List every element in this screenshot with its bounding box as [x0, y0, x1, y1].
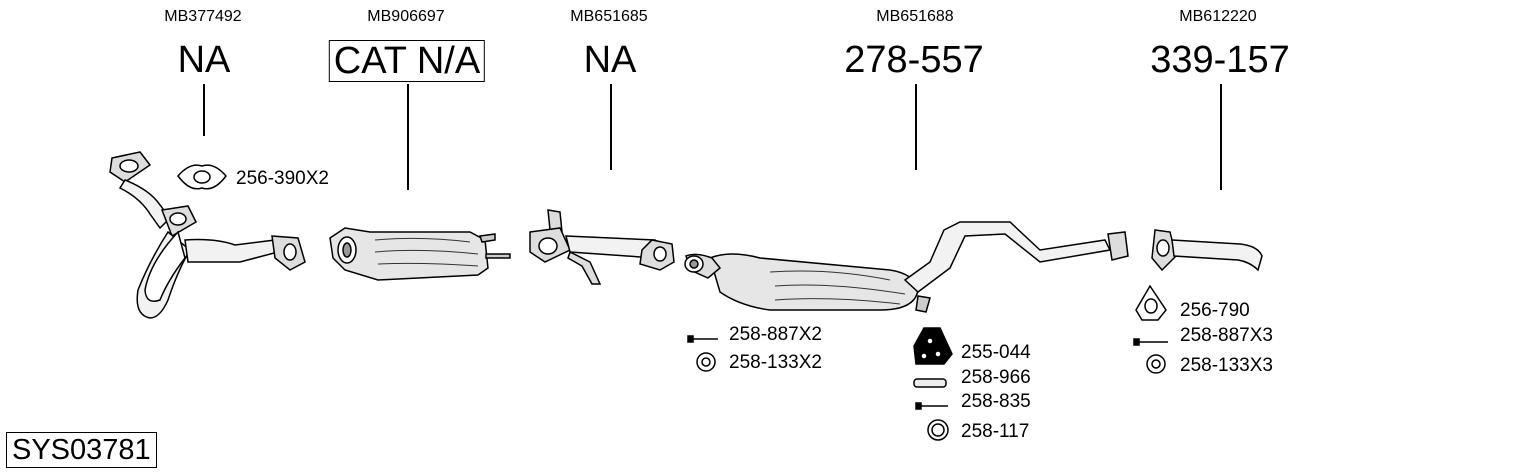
- clamp-sleeve-icon: [913, 378, 947, 388]
- part-5-oem-number: MB612220: [1179, 8, 1257, 25]
- part-1-oem-number: MB377492: [164, 8, 242, 25]
- bolt-tail-label: 258-887X3: [1180, 325, 1273, 346]
- part-5-reference: 339-157: [1150, 39, 1290, 81]
- part-3-oem-number: MB651685: [570, 8, 648, 25]
- gasket-rear-label: 256-790: [1180, 300, 1250, 321]
- part-1-reference: NA: [177, 39, 231, 81]
- gasket-icon: [177, 164, 227, 190]
- spring-tail-label: 258-133X3: [1180, 355, 1273, 376]
- part-2-reference: CAT N/A: [328, 40, 486, 82]
- gasket-front-label: 256-390X2: [236, 168, 329, 189]
- part-4-reference: 278-557: [844, 39, 984, 81]
- hanger-label: 255-044: [961, 342, 1031, 363]
- system-code: SYS03781: [6, 432, 157, 468]
- part-2-oem-number: MB906697: [367, 8, 445, 25]
- bolt-icon: [687, 335, 718, 343]
- bolt-mid-label: 258-887X2: [729, 324, 822, 345]
- front-pipe-drawing: [109, 151, 306, 319]
- intermediate-pipe-drawing: [529, 209, 675, 285]
- spring-washer-icon: [1146, 354, 1166, 374]
- part-4-oem-number: MB651688: [876, 8, 954, 25]
- bolt-icon: [1133, 338, 1168, 346]
- center-silencer-drawing: [684, 221, 1129, 313]
- clamp-sleeve-label: 258-966: [961, 367, 1031, 388]
- ring-label: 258-117: [961, 421, 1030, 442]
- catalytic-converter-drawing: [329, 227, 511, 281]
- ring-icon: [927, 419, 949, 441]
- gasket-icon: [1135, 284, 1167, 321]
- hanger-icon: [913, 327, 953, 365]
- part-3-reference: NA: [583, 39, 637, 81]
- tail-pipe-drawing: [1151, 229, 1263, 272]
- spring-mid-label: 258-133X2: [729, 352, 822, 373]
- spring-washer-icon: [696, 352, 716, 372]
- bolt-rear-label: 258-835: [961, 391, 1031, 412]
- bolt-icon: [915, 402, 948, 410]
